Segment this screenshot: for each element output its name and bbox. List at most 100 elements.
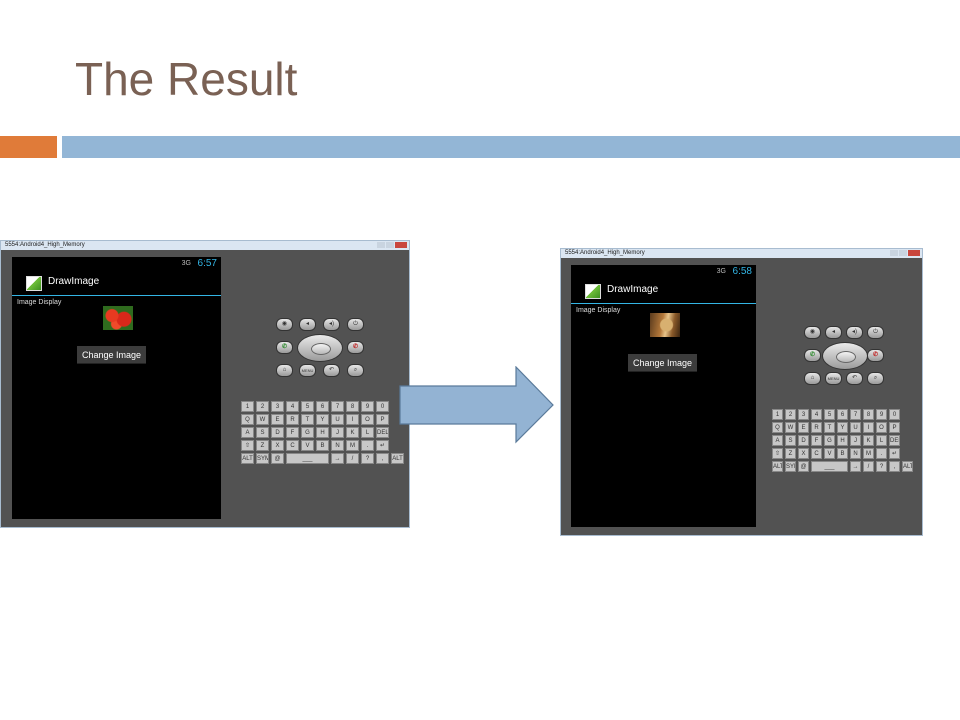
key[interactable]: 2	[256, 401, 269, 412]
home-icon[interactable]: ⌂	[804, 372, 821, 385]
menu-icon[interactable]: MENU	[825, 372, 842, 385]
key[interactable]: 5	[301, 401, 314, 412]
key[interactable]: .	[361, 440, 374, 451]
key[interactable]: F	[811, 435, 822, 446]
key[interactable]: D	[798, 435, 809, 446]
key[interactable]: W	[256, 414, 269, 425]
power-icon[interactable]: ⏻	[867, 326, 884, 339]
key[interactable]: S	[256, 427, 269, 438]
sym-key[interactable]: SYM	[785, 461, 796, 472]
enter-key[interactable]: ↵	[376, 440, 389, 451]
question-key[interactable]: ?	[876, 461, 887, 472]
comma-key[interactable]: ,	[889, 461, 900, 472]
alt-key[interactable]: ALT	[391, 453, 404, 464]
key[interactable]: .	[876, 448, 887, 459]
maximize-icon[interactable]	[899, 250, 907, 256]
key[interactable]: 4	[286, 401, 299, 412]
key[interactable]: N	[850, 448, 861, 459]
space-key[interactable]: ___	[286, 453, 329, 464]
menu-icon[interactable]: MENU	[299, 364, 316, 377]
key[interactable]: L	[361, 427, 374, 438]
key[interactable]: 2	[785, 409, 796, 420]
volume-up-icon[interactable]: ◂)	[323, 318, 340, 331]
key[interactable]: K	[346, 427, 359, 438]
end-call-icon[interactable]: ✆	[347, 341, 364, 354]
space-key[interactable]: ___	[811, 461, 848, 472]
key[interactable]: 3	[271, 401, 284, 412]
comma-key[interactable]: ,	[376, 453, 389, 464]
slash-key[interactable]: /	[863, 461, 874, 472]
power-icon[interactable]: ⏻	[347, 318, 364, 331]
close-icon[interactable]	[395, 242, 407, 248]
shift-key[interactable]: ⇧	[241, 440, 254, 451]
key[interactable]: →	[331, 453, 344, 464]
call-icon[interactable]: ✆	[276, 341, 293, 354]
key[interactable]: 9	[876, 409, 887, 420]
key[interactable]: 5	[824, 409, 835, 420]
key[interactable]: →	[850, 461, 861, 472]
key[interactable]: Q	[241, 414, 254, 425]
key[interactable]: 3	[798, 409, 809, 420]
device-screen[interactable]: 3G 6:57 DrawImage Image Display Change I…	[12, 257, 221, 519]
volume-up-icon[interactable]: ◂)	[846, 326, 863, 339]
dpad-center-button[interactable]	[836, 351, 856, 363]
key[interactable]: J	[850, 435, 861, 446]
key[interactable]: U	[331, 414, 344, 425]
shift-key[interactable]: ⇧	[772, 448, 783, 459]
key[interactable]: X	[271, 440, 284, 451]
key[interactable]: Z	[256, 440, 269, 451]
key[interactable]: M	[346, 440, 359, 451]
key[interactable]: 8	[863, 409, 874, 420]
at-key[interactable]: @	[271, 453, 284, 464]
key[interactable]: V	[301, 440, 314, 451]
key[interactable]: Q	[772, 422, 783, 433]
change-image-button[interactable]: Change Image	[628, 354, 698, 372]
key[interactable]: 1	[772, 409, 783, 420]
call-icon[interactable]: ✆	[804, 349, 821, 362]
end-call-icon[interactable]: ✆	[867, 349, 884, 362]
key[interactable]: D	[271, 427, 284, 438]
emulator-titlebar[interactable]: 5554:Android4_High_Memory	[1, 241, 409, 250]
delete-key[interactable]: DEL	[376, 427, 389, 438]
key[interactable]: O	[876, 422, 887, 433]
search-icon[interactable]: ⌕	[347, 364, 364, 377]
window-controls[interactable]	[377, 242, 407, 248]
home-icon[interactable]: ⌂	[276, 364, 293, 377]
key[interactable]: H	[316, 427, 329, 438]
at-key[interactable]: @	[798, 461, 809, 472]
key[interactable]: V	[824, 448, 835, 459]
sym-key[interactable]: SYM	[256, 453, 269, 464]
camera-icon[interactable]: ◉	[804, 326, 821, 339]
change-image-button[interactable]: Change Image	[77, 346, 147, 364]
slash-key[interactable]: /	[346, 453, 359, 464]
key[interactable]: W	[785, 422, 796, 433]
key[interactable]: P	[376, 414, 389, 425]
key[interactable]: 1	[241, 401, 254, 412]
alt-key[interactable]: ALT	[241, 453, 254, 464]
maximize-icon[interactable]	[386, 242, 394, 248]
key[interactable]: C	[286, 440, 299, 451]
close-icon[interactable]	[908, 250, 920, 256]
emulator-titlebar[interactable]: 5554:Android4_High_Memory	[561, 249, 922, 258]
volume-down-icon[interactable]: ◂	[299, 318, 316, 331]
dpad[interactable]	[297, 334, 343, 362]
key[interactable]: E	[271, 414, 284, 425]
delete-key[interactable]: DEL	[889, 435, 900, 446]
key[interactable]: 0	[376, 401, 389, 412]
window-controls[interactable]	[890, 250, 920, 256]
key[interactable]: 4	[811, 409, 822, 420]
key[interactable]: T	[824, 422, 835, 433]
key[interactable]: Y	[837, 422, 848, 433]
device-screen[interactable]: 3G 6:58 DrawImage Image Display Change I…	[571, 265, 756, 527]
key[interactable]: J	[331, 427, 344, 438]
question-key[interactable]: ?	[361, 453, 374, 464]
key[interactable]: I	[863, 422, 874, 433]
minimize-icon[interactable]	[890, 250, 898, 256]
back-icon[interactable]: ↶	[323, 364, 340, 377]
key[interactable]: 7	[850, 409, 861, 420]
back-icon[interactable]: ↶	[846, 372, 863, 385]
volume-down-icon[interactable]: ◂	[825, 326, 842, 339]
key[interactable]: B	[316, 440, 329, 451]
key[interactable]: G	[824, 435, 835, 446]
key[interactable]: F	[286, 427, 299, 438]
